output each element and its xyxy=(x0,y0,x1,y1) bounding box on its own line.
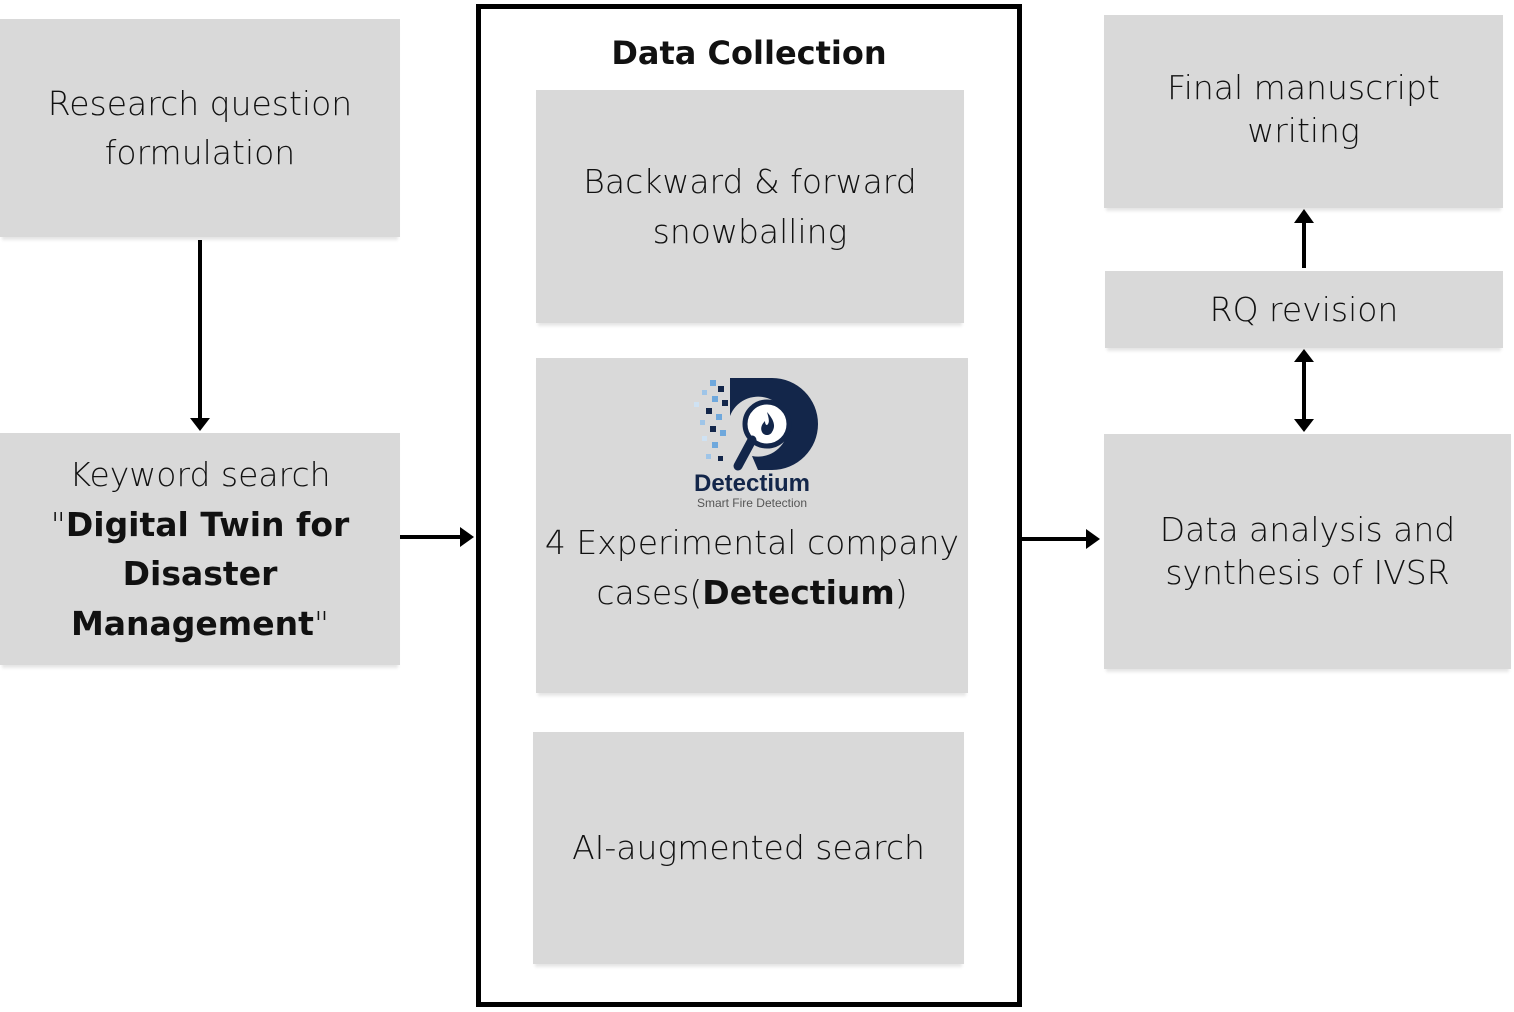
data-analysis-line2: synthesis of IVSR xyxy=(1165,552,1450,592)
company-cases-line1: 4 Experimental company xyxy=(544,523,960,563)
final-manuscript-line1: Final manuscript xyxy=(1167,68,1440,107)
snowballing-line2: snowballing xyxy=(652,211,848,251)
data-analysis-box: Data analysis and synthesis of IVSR xyxy=(1104,434,1511,669)
keyword-quote-open: " xyxy=(50,504,66,544)
keyword-search-box: Keyword search "Digital Twin for Disaste… xyxy=(0,433,400,665)
research-question-box: Research question formulation xyxy=(0,19,400,237)
final-manuscript-line2: writing xyxy=(1247,110,1360,150)
rq-revision-box: RQ revision xyxy=(1105,271,1503,348)
final-manuscript-box: Final manuscript writing xyxy=(1104,15,1503,208)
research-question-line1: Research question xyxy=(47,83,353,123)
detectium-logo-icon xyxy=(694,378,818,471)
logo-tagline: Smart Fire Detection xyxy=(696,496,808,510)
company-cases-box: Detectium Smart Fire Detection 4 Experim… xyxy=(536,358,968,693)
keyword-search-line2: "Digital Twin for xyxy=(51,500,350,550)
keyword-search-line1: Keyword search xyxy=(69,455,331,494)
detectium-logo: Detectium Smart Fire Detection xyxy=(672,376,832,510)
research-question-line2: formulation xyxy=(104,133,296,172)
data-collection-title: Data Collection xyxy=(611,34,887,72)
keyword-search-bold2: Disaster Management xyxy=(70,554,314,643)
snowballing-box: Backward & forward snowballing xyxy=(536,90,964,323)
keyword-search-bold1: Digital Twin for xyxy=(65,504,350,544)
data-analysis-line1: Data analysis and xyxy=(1159,509,1456,549)
company-cases-suffix: ) xyxy=(894,572,908,612)
keyword-quote-close: " xyxy=(313,603,330,643)
company-cases-prefix: cases( xyxy=(596,572,703,612)
ai-search-line1: AI-augmented search xyxy=(572,828,925,868)
company-cases-bold: Detectium xyxy=(702,572,895,612)
ai-search-box: AI-augmented search xyxy=(533,732,964,964)
snowballing-line1: Backward & forward xyxy=(583,162,917,201)
rq-revision-line1: RQ revision xyxy=(1209,289,1399,329)
keyword-search-line3: Disaster Management" xyxy=(0,549,400,648)
company-cases-line2: cases(Detectium) xyxy=(596,568,907,618)
logo-name: Detectium xyxy=(693,470,811,497)
